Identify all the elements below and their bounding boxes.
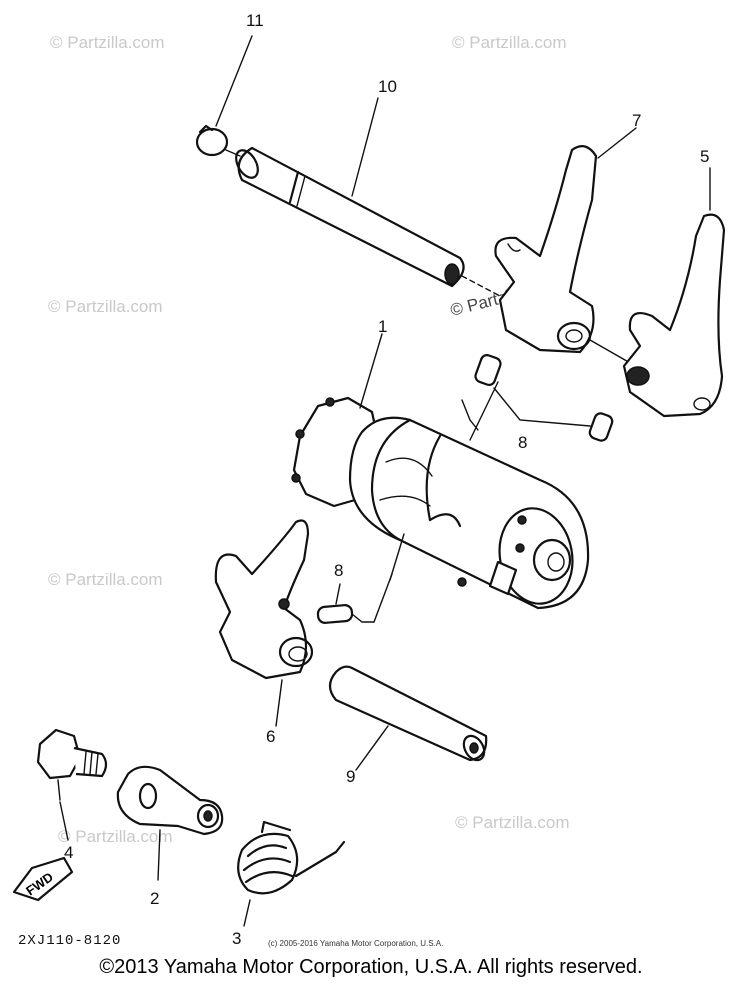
- watermark: © Partzilla.com: [48, 297, 163, 316]
- circlip-part-11: [195, 124, 241, 157]
- guide-pin-part-8-lower: [316, 573, 393, 624]
- callout-6: 6: [266, 727, 275, 746]
- watermark: © Partzilla.com: [58, 827, 173, 846]
- bolt-part-4: [36, 728, 108, 801]
- torsion-spring-part-3: [237, 820, 346, 927]
- callout-5: 5: [700, 147, 709, 166]
- shift-drum-part-1: [291, 396, 590, 610]
- watermark: © Partzilla.com: [455, 813, 570, 832]
- callout-11: 11: [246, 11, 264, 30]
- callout-leaders: [59, 35, 711, 841]
- callout-9: 9: [346, 767, 355, 786]
- callout-4: 4: [64, 843, 73, 862]
- callout-8-upper: 8: [518, 433, 527, 452]
- callout-8-lower: 8: [334, 561, 343, 580]
- footer-copyright: ©2013 Yamaha Motor Corporation, U.S.A. A…: [99, 956, 643, 978]
- callout-numbers: 11 10 7 5 1 8 8 6 9 4 2 3: [64, 11, 709, 948]
- callout-7: 7: [632, 111, 641, 130]
- shift-fork-part-5: [622, 213, 726, 418]
- callout-2: 2: [150, 889, 159, 908]
- shift-fork-part-6: [214, 519, 314, 680]
- diagram-code: 2XJ110-8120: [18, 933, 121, 949]
- small-copyright: (c) 2005-2016 Yamaha Motor Corporation, …: [268, 939, 443, 948]
- watermark: © Partzilla.com: [50, 33, 165, 52]
- watermark: © Partzilla.com: [48, 570, 163, 589]
- shift-shaft-part-10: [235, 146, 501, 297]
- callout-10: 10: [378, 77, 397, 96]
- watermark: © Partzilla.com: [452, 33, 567, 52]
- fwd-arrow-icon: FWD: [12, 856, 74, 902]
- shift-shaft-part-9: [328, 665, 488, 762]
- shift-fork-part-7: [494, 145, 633, 365]
- callout-1: 1: [378, 317, 387, 336]
- guide-pins-part-8: [461, 354, 614, 442]
- stopper-lever-part-2: [116, 765, 224, 881]
- callout-3: 3: [232, 929, 241, 948]
